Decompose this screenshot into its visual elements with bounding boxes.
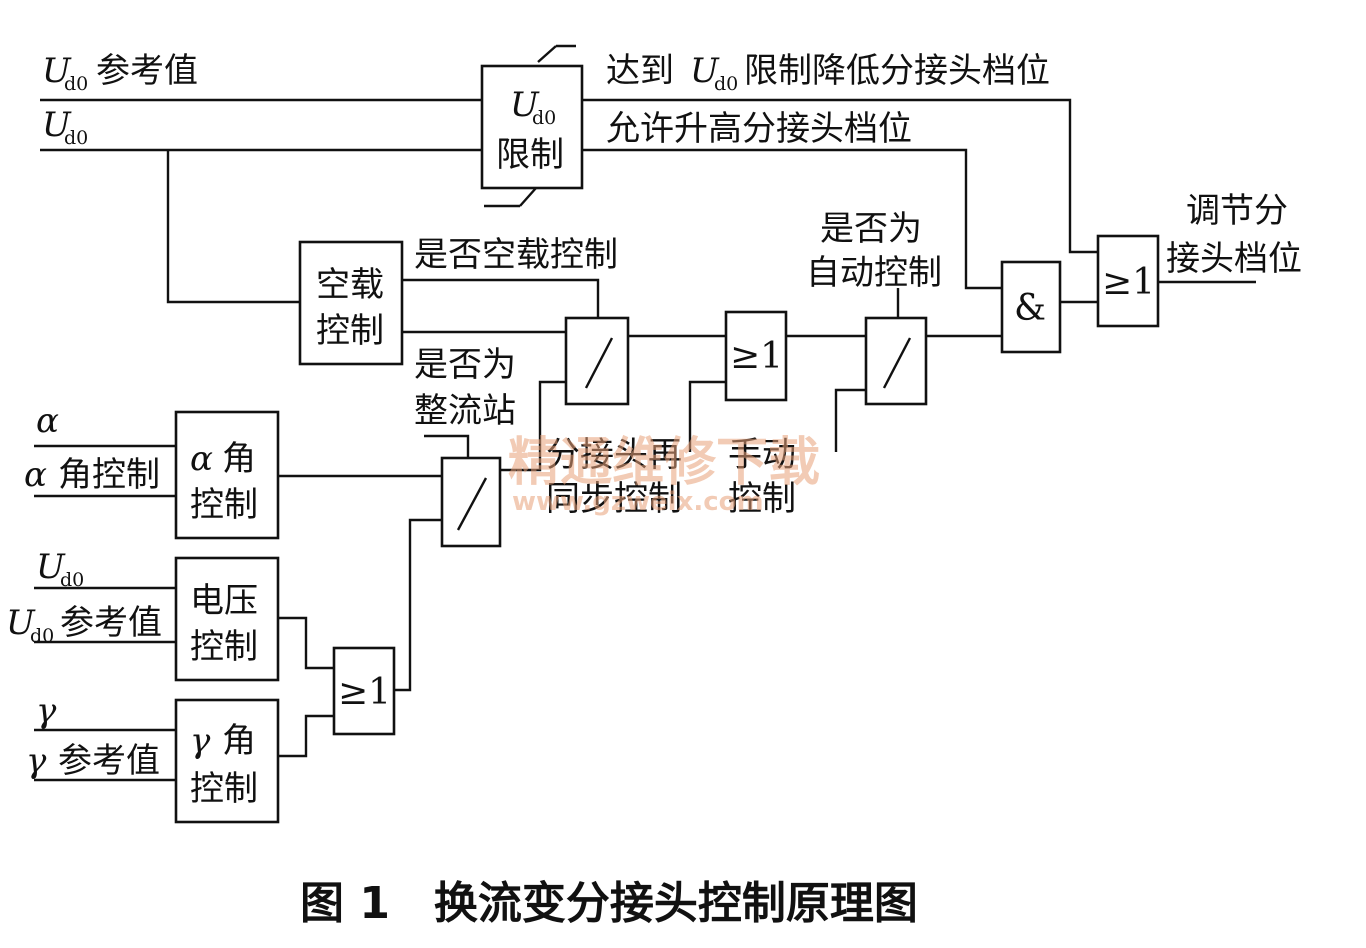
in-ud0-b-sub: d0 bbox=[60, 569, 84, 591]
wire-or3-to-sw3 bbox=[394, 518, 442, 692]
or-gate-main: ≥1 bbox=[724, 310, 788, 402]
voltage-label-1: 电压 bbox=[190, 581, 258, 621]
ud0-limit-u: U bbox=[510, 85, 540, 125]
sig-allow-raise: 允许升高分接头档位 bbox=[606, 109, 912, 149]
sig-output-1: 调节分 bbox=[1186, 191, 1288, 231]
alpha-block-symbol: α bbox=[190, 439, 213, 479]
limit-top-tick bbox=[537, 45, 557, 63]
sig-limit-reached-b: 限制降低分接头档位 bbox=[744, 51, 1050, 91]
sig-output-2: 接头档位 bbox=[1166, 239, 1302, 279]
sig-is-auto-2: 自动控制 bbox=[806, 253, 942, 293]
wire-gamma-out bbox=[278, 714, 334, 758]
in-ud0-ref-b-u: U bbox=[6, 603, 36, 643]
noload-label-2: 控制 bbox=[316, 311, 384, 351]
in-ud0-ref-sub: d0 bbox=[64, 73, 88, 95]
wire-is-rectifier bbox=[424, 434, 470, 458]
in-alpha-ctrl-text: 角控制 bbox=[58, 455, 160, 495]
in-ud0-sub: d0 bbox=[64, 127, 88, 149]
alpha-control-block: α 角 控制 bbox=[174, 410, 280, 540]
in-ud0-u: U bbox=[42, 105, 72, 145]
wire-sw3-to-sw1 bbox=[500, 380, 566, 472]
limit-bottom-tick2 bbox=[519, 187, 537, 207]
and-gate: & bbox=[1000, 260, 1062, 354]
figure-caption: 图 1 换流变分接头控制原理图 bbox=[300, 878, 918, 929]
noload-label-1: 空载 bbox=[316, 265, 384, 305]
alpha-label-2: 控制 bbox=[190, 485, 258, 525]
voltage-control-block: 电压 控制 bbox=[174, 556, 280, 682]
watermark-url: www.gzweix.com bbox=[512, 487, 764, 517]
sig-is-rectifier-2: 整流站 bbox=[414, 391, 516, 431]
voltage-label-2: 控制 bbox=[190, 627, 258, 667]
sig-limit-reached-sub: d0 bbox=[714, 73, 738, 95]
or-gate-output-label: ≥1 bbox=[1102, 262, 1155, 303]
gamma-block-symbol: γ bbox=[190, 721, 211, 761]
wire-voltage-out bbox=[278, 616, 334, 670]
in-gamma: γ bbox=[36, 691, 57, 731]
in-gamma-ref-sym: γ bbox=[26, 741, 47, 781]
gamma-label-2: 控制 bbox=[190, 769, 258, 809]
gamma-label-1: 角 bbox=[222, 721, 256, 761]
sig-tap-sync-2: 同步控制 bbox=[546, 479, 682, 519]
switch-noload bbox=[564, 316, 630, 406]
sig-tap-sync-1: 分接头再 bbox=[546, 435, 682, 475]
in-ud0-ref-u: U bbox=[42, 51, 72, 91]
or-gate-output: ≥1 bbox=[1096, 234, 1160, 328]
sig-is-rectifier-1: 是否为 bbox=[414, 345, 516, 385]
ud0-limit-label: 限制 bbox=[496, 135, 564, 175]
sig-limit-reached-a: 达到 bbox=[606, 51, 674, 91]
wire-ud0-to-noload bbox=[166, 150, 300, 304]
or-gate-main-label: ≥1 bbox=[730, 336, 783, 377]
gamma-control-block: γ 角 控制 bbox=[174, 698, 280, 824]
wire-manual bbox=[834, 388, 866, 452]
sig-manual-1: 手动 bbox=[728, 435, 796, 475]
sig-is-auto-1: 是否为 bbox=[820, 209, 922, 249]
in-gamma-ref-text: 参考值 bbox=[58, 741, 160, 781]
alpha-label-1: 角 bbox=[222, 439, 256, 479]
sig-is-noload: 是否空载控制 bbox=[414, 235, 618, 275]
switch-rectifier bbox=[440, 456, 502, 548]
sig-limit-reached-u: U bbox=[690, 51, 720, 91]
and-gate-label: & bbox=[1014, 288, 1046, 329]
ud0-limit-sub: d0 bbox=[532, 107, 556, 129]
in-ud0-ref-text: 参考值 bbox=[96, 51, 198, 91]
or-gate-voltage-gamma: ≥1 bbox=[332, 646, 396, 736]
input-labels: U d0 参考值 U d0 α α 角控制 U d0 U d0 参考值 γ γ … bbox=[6, 51, 198, 781]
wire-allow-raise bbox=[582, 148, 1002, 290]
signal-labels: 达到 U d0 限制降低分接头档位 允许升高分接头档位 是否空载控制 是否为 整… bbox=[414, 51, 1302, 519]
ud0-limit-block: U d0 限制 bbox=[480, 64, 584, 190]
or-gate-vg-label: ≥1 bbox=[338, 672, 391, 713]
watermark: 精通维修下载 www.gzweix.com bbox=[508, 433, 820, 517]
wire-limit-reached bbox=[582, 98, 1098, 254]
noload-control-block: 空载 控制 bbox=[298, 240, 404, 366]
wire-is-noload-select bbox=[402, 278, 600, 318]
in-alpha: α bbox=[36, 401, 59, 441]
wires bbox=[34, 44, 1256, 782]
watermark-text: 精通维修下载 bbox=[508, 433, 820, 493]
sig-manual-2: 控制 bbox=[728, 479, 796, 519]
in-ud0-b-u: U bbox=[36, 547, 66, 587]
switch-auto bbox=[864, 316, 928, 406]
in-alpha-ctrl-sym: α bbox=[24, 455, 47, 495]
wire-tap-sync bbox=[688, 380, 726, 452]
in-ud0-ref-b-text: 参考值 bbox=[60, 603, 162, 643]
in-ud0-ref-b-sub: d0 bbox=[30, 625, 54, 647]
